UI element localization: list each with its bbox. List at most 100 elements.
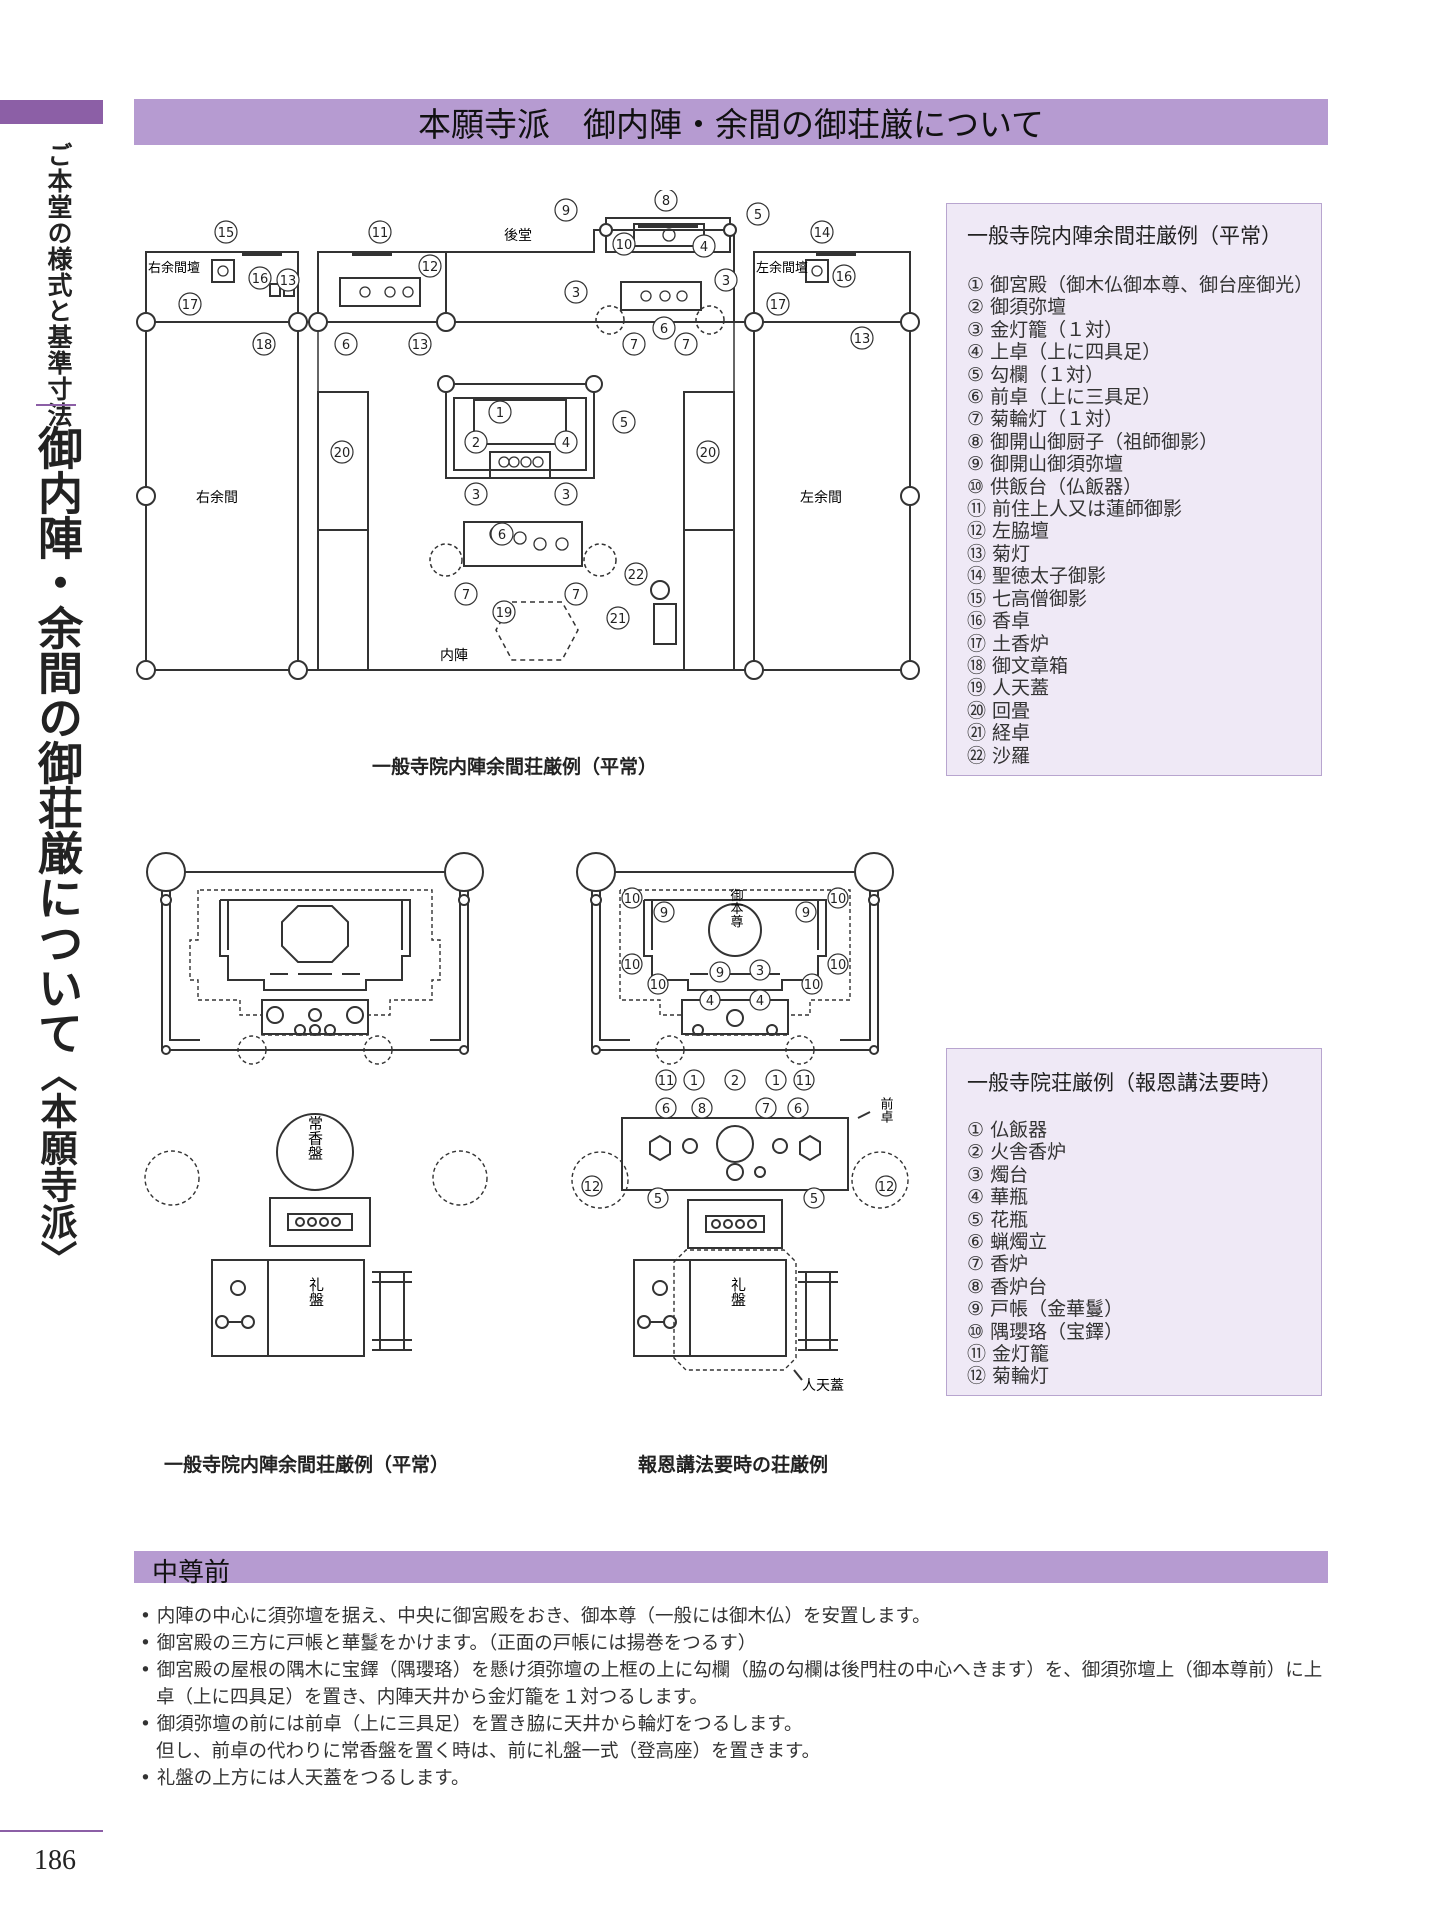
number-marker — [621, 953, 643, 975]
number-marker — [554, 482, 578, 506]
number-marker-label: 22 — [628, 568, 645, 583]
number-marker-label: 9 — [716, 966, 724, 981]
number-marker — [714, 268, 738, 292]
body-line: • 御須弥壇の前には前卓（上に三具足）を置き脇に天井から輪灯をつるします。 — [140, 1714, 803, 1735]
legend-item: ① 御宮殿（御木仏御本尊、御台座御光） — [967, 274, 1314, 296]
number-marker — [490, 522, 514, 546]
number-marker — [801, 973, 823, 995]
number-marker-label: 4 — [700, 240, 708, 255]
number-marker-label: 7 — [572, 588, 580, 603]
number-marker — [621, 887, 643, 909]
legend-item: ⑩ 隅瓔珞（宝鐸） — [967, 1320, 1124, 1343]
legend-item: ⑧ 御開山御厨子（祖師御影） — [967, 430, 1219, 453]
legend-normal-list: ① 御宮殿（御木仏御本尊、御台座御光） ② 御須弥壇 ③ 金灯籠（１対） ④ 上… — [967, 274, 1321, 767]
legend-houonkou-list: ① 仏飯器 ② 火舎香炉 ③ 燭台 ④ 華瓶 ⑤ 花瓶 ⑥ 蝋燭立 ⑦ 香炉 ⑧… — [967, 1119, 1321, 1388]
number-marker — [755, 1097, 777, 1119]
legend-item: ④ 華瓶 — [967, 1186, 1029, 1209]
number-marker-label: 10 — [616, 238, 633, 253]
number-marker-label: 6 — [662, 1102, 670, 1117]
number-marker — [652, 316, 676, 340]
number-marker-label: 13 — [412, 338, 429, 353]
number-marker — [418, 254, 442, 278]
number-marker — [612, 410, 636, 434]
legend-item: ⑲ 人天蓋 — [967, 677, 1050, 700]
number-marker-label: 5 — [810, 1192, 818, 1207]
elevation-houonkou-caption: 報恩講法要時の荘厳例 — [638, 1454, 829, 1476]
number-marker-label: 3 — [572, 286, 580, 301]
number-marker-label: 8 — [698, 1102, 706, 1117]
number-marker — [793, 1069, 815, 1091]
label-naijin: 内陣 — [440, 648, 468, 664]
legend-item: ⑭ 聖徳太子御影 — [967, 565, 1107, 588]
number-marker-label: 20 — [334, 446, 351, 461]
number-marker-label: 6 — [794, 1102, 802, 1117]
number-marker — [683, 1069, 705, 1091]
section-body: • 内陣の中心に須弥壇を据え、中央に御宮殿をおき、御本尊（一般には御木仏）を安置… — [140, 1603, 1330, 1792]
number-marker — [178, 292, 202, 316]
number-marker-label: 20 — [700, 446, 717, 461]
body-line: • 御宮殿の三方に戸帳と華鬘をかけます。（正面の戸帳には揚巻をつるす） — [140, 1633, 757, 1654]
number-marker-label: 5 — [754, 208, 762, 223]
label-maejoku: 前卓 — [878, 1096, 894, 1123]
legend-item: ⑮ 七高僧御影 — [967, 587, 1088, 610]
body-line: • 御宮殿の屋根の隅木に宝鐸（隅瓔珞）を懸け須弥壇の上框の上に勾欄（脇の勾欄は後… — [140, 1660, 1323, 1708]
number-marker — [795, 901, 817, 923]
legend-normal-title: 一般寺院内陣余間荘厳例（平常） — [967, 224, 1282, 248]
number-marker — [252, 332, 276, 356]
number-marker-label: 9 — [802, 906, 810, 921]
legend-item: ⑫ 左脇壇 — [967, 520, 1050, 543]
number-marker — [749, 989, 771, 1011]
number-marker — [653, 901, 675, 923]
number-marker-label: 4 — [562, 436, 570, 451]
legend-item: ⑪ 金灯籠 — [967, 1343, 1050, 1366]
number-marker-label: 10 — [830, 892, 847, 907]
legend-item: ⑩ 供飯台（仏飯器） — [967, 475, 1143, 498]
number-marker-label: 7 — [630, 338, 638, 353]
number-marker — [564, 280, 588, 304]
number-marker — [850, 326, 874, 350]
page-number: 186 — [34, 1845, 76, 1876]
number-marker-label: 15 — [218, 226, 235, 241]
number-marker-label: 13 — [280, 274, 297, 289]
legend-houonkou: 一般寺院荘厳例（報恩講法要時） ① 仏飯器 ② 火舎香炉 ③ 燭台 ④ 華瓶 ⑤… — [946, 1048, 1322, 1396]
legend-item: ⑫ 菊輪灯 — [967, 1365, 1050, 1388]
number-marker — [214, 220, 238, 244]
legend-item: ③ 燭台 — [967, 1163, 1029, 1186]
page-number-rule — [0, 1830, 103, 1832]
number-marker-label: 16 — [836, 270, 853, 285]
number-marker — [766, 292, 790, 316]
side-chapter-main: 御内陣・余間の御荘厳について — [30, 425, 83, 1055]
number-marker-label: 10 — [624, 892, 641, 907]
number-marker — [488, 400, 512, 424]
number-marker — [647, 1187, 669, 1209]
label-raiban-left: 礼盤 — [307, 1277, 325, 1307]
number-marker-label: 19 — [496, 606, 513, 621]
legend-item: ⑥ 蝋燭立 — [967, 1231, 1048, 1254]
number-marker — [810, 220, 834, 244]
number-marker — [564, 582, 588, 606]
body-line: • 礼盤の上方には人天蓋をつるします。 — [140, 1768, 470, 1789]
side-category: ご本堂の様式と基準寸法 — [44, 142, 73, 428]
number-marker — [875, 1175, 897, 1197]
legend-item: ⑯ 香卓 — [967, 610, 1031, 633]
label-gohonzon: 御本尊 — [728, 889, 744, 928]
number-marker — [696, 440, 720, 464]
number-marker — [454, 582, 478, 606]
number-marker-label: 7 — [682, 338, 690, 353]
number-marker — [654, 190, 678, 212]
page-tab-marker — [0, 100, 103, 124]
number-marker-label: 2 — [472, 436, 480, 451]
number-marker — [554, 198, 578, 222]
number-marker — [464, 430, 488, 454]
legend-item: ⑳ 回畳 — [967, 699, 1031, 722]
page-title: 本願寺派 御内陣・余間の御荘厳について — [417, 105, 1044, 144]
number-marker-label: 16 — [252, 272, 269, 287]
section-heading-band: 中尊前 — [134, 1551, 1328, 1588]
number-marker — [581, 1175, 603, 1197]
legend-item: ⑤ 花瓶 — [967, 1208, 1029, 1231]
number-marker — [691, 1097, 713, 1119]
number-marker-label: 1 — [690, 1074, 698, 1089]
